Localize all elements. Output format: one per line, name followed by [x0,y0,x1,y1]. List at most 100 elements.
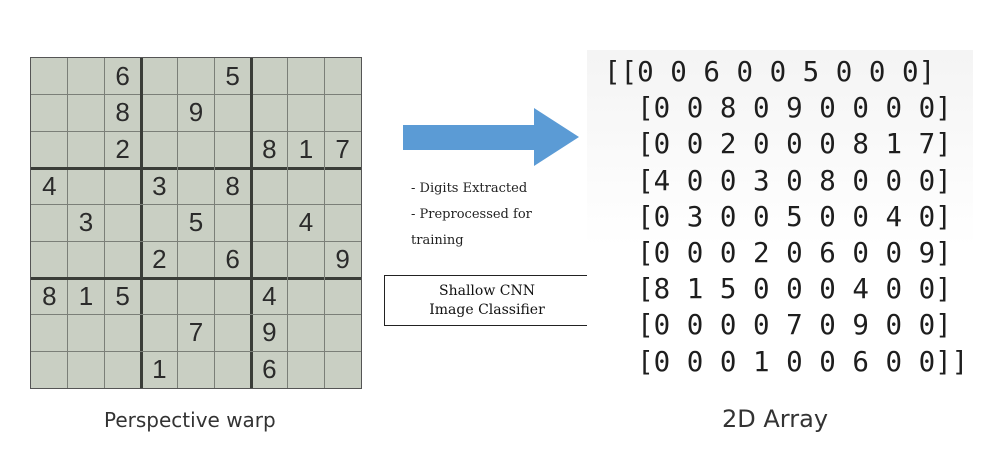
sudoku-cell [31,131,68,168]
grid-line [103,58,105,388]
sudoku-cell [324,58,361,95]
classifier-subtitle: Image Classifier [429,301,545,318]
sudoku-cell [324,351,361,388]
perspective-warp-caption: Perspective warp [104,408,276,432]
sudoku-cell [288,95,325,132]
sudoku-cell [141,58,178,95]
sudoku-cell [251,168,288,205]
sudoku-cell [68,58,105,95]
digit-array: [[0 0 6 0 0 5 0 0 0] [0 0 8 0 9 0 0 0 0]… [604,54,968,380]
array-row: [8 1 5 0 0 0 4 0 0] [604,273,952,306]
sudoku-cell [288,58,325,95]
sudoku-cell: 5 [225,60,240,91]
sudoku-cell [214,205,251,242]
sudoku-cell: 3 [78,207,94,238]
sudoku-cell [31,95,68,132]
grid-line [177,58,179,388]
sudoku-cell: 2 [115,134,130,165]
sudoku-cell: 6 [262,354,277,385]
sudoku-cell [141,315,178,352]
sudoku-cell: 8 [225,170,240,201]
sudoku-cell: 3 [152,170,167,201]
sudoku-cell [214,95,251,132]
sudoku-cell: 8 [42,280,57,311]
sudoku-cell: 1 [78,280,94,311]
array-row: [0 0 0 1 0 0 6 0 0]] [604,345,969,378]
sudoku-cell [178,351,215,388]
grid-line [67,58,69,388]
grid-line [249,58,253,388]
array-row: [0 0 8 0 9 0 0 0 0] [604,92,952,125]
sudoku-cell [288,315,325,352]
sudoku-cell [324,205,361,242]
sudoku-cell [178,168,215,205]
grid-line [31,276,361,280]
sudoku-cell [104,315,141,352]
sudoku-cell: 6 [115,60,130,91]
sudoku-cell [178,58,215,95]
grid-line [287,58,289,388]
sudoku-cell: 4 [42,170,57,201]
grid-line [31,240,361,242]
array-row: [0 3 0 0 5 0 0 4 0] [604,200,952,233]
sudoku-cell [68,131,105,168]
sudoku-cell [324,168,361,205]
sudoku-cell [214,351,251,388]
sudoku-cell [68,241,105,278]
sudoku-cell [68,351,105,388]
sudoku-cell: 5 [188,207,204,238]
sudoku-cell: 7 [188,317,204,348]
sudoku-cell [251,95,288,132]
cnn-classifier-box: Shallow CNN Image Classifier [384,275,590,326]
sudoku-cell [214,131,251,168]
process-steps: - Digits Extracted - Preprocessed for tr… [411,176,532,254]
sudoku-cell [251,205,288,242]
2d-array-caption: 2D Array [722,405,829,433]
step-digits-extracted: - Digits Extracted [411,181,528,196]
sudoku-cell: 6 [225,244,240,275]
sudoku-cell [214,315,251,352]
grid-line [139,58,143,388]
sudoku-cell [178,241,215,278]
sudoku-cell: 7 [335,134,350,165]
array-row: [4 0 0 3 0 8 0 0 0] [604,164,952,197]
sudoku-cell [251,241,288,278]
sudoku-cell [104,351,141,388]
sudoku-cell [141,95,178,132]
sudoku-cell: 1 [298,134,314,165]
grid-line [213,58,215,388]
array-row: [0 0 0 2 0 6 0 0 9] [604,237,952,270]
sudoku-cell [324,95,361,132]
grid-line [31,166,361,170]
step-training: training [411,233,464,248]
sudoku-cell: 2 [152,244,167,275]
sudoku-cell [288,168,325,205]
sudoku-cell [68,315,105,352]
sudoku-cell [141,131,178,168]
grid-line [31,94,361,96]
right-arrow-icon [403,108,579,166]
sudoku-cell [31,205,68,242]
grid-line [31,204,361,206]
sudoku-cell [104,168,141,205]
grid-line [31,314,361,316]
sudoku-cell [288,241,325,278]
sudoku-cell [68,168,105,205]
sudoku-cell [104,205,141,242]
sudoku-cell: 5 [115,280,130,311]
sudoku-cell [324,315,361,352]
classifier-title: Shallow CNN [439,282,535,299]
sudoku-cell: 4 [298,207,314,238]
sudoku-cell: 1 [152,354,167,385]
sudoku-cell [68,95,105,132]
array-panel-background [587,50,973,378]
sudoku-cell [178,131,215,168]
array-row: [[0 0 6 0 0 5 0 0 0] [604,56,936,88]
sudoku-cell [104,241,141,278]
step-preprocessed: - Preprocessed for [411,207,532,222]
sudoku-cell [31,241,68,278]
sudoku-cell [214,278,251,315]
sudoku-cell [251,58,288,95]
sudoku-cell: 8 [262,134,277,165]
